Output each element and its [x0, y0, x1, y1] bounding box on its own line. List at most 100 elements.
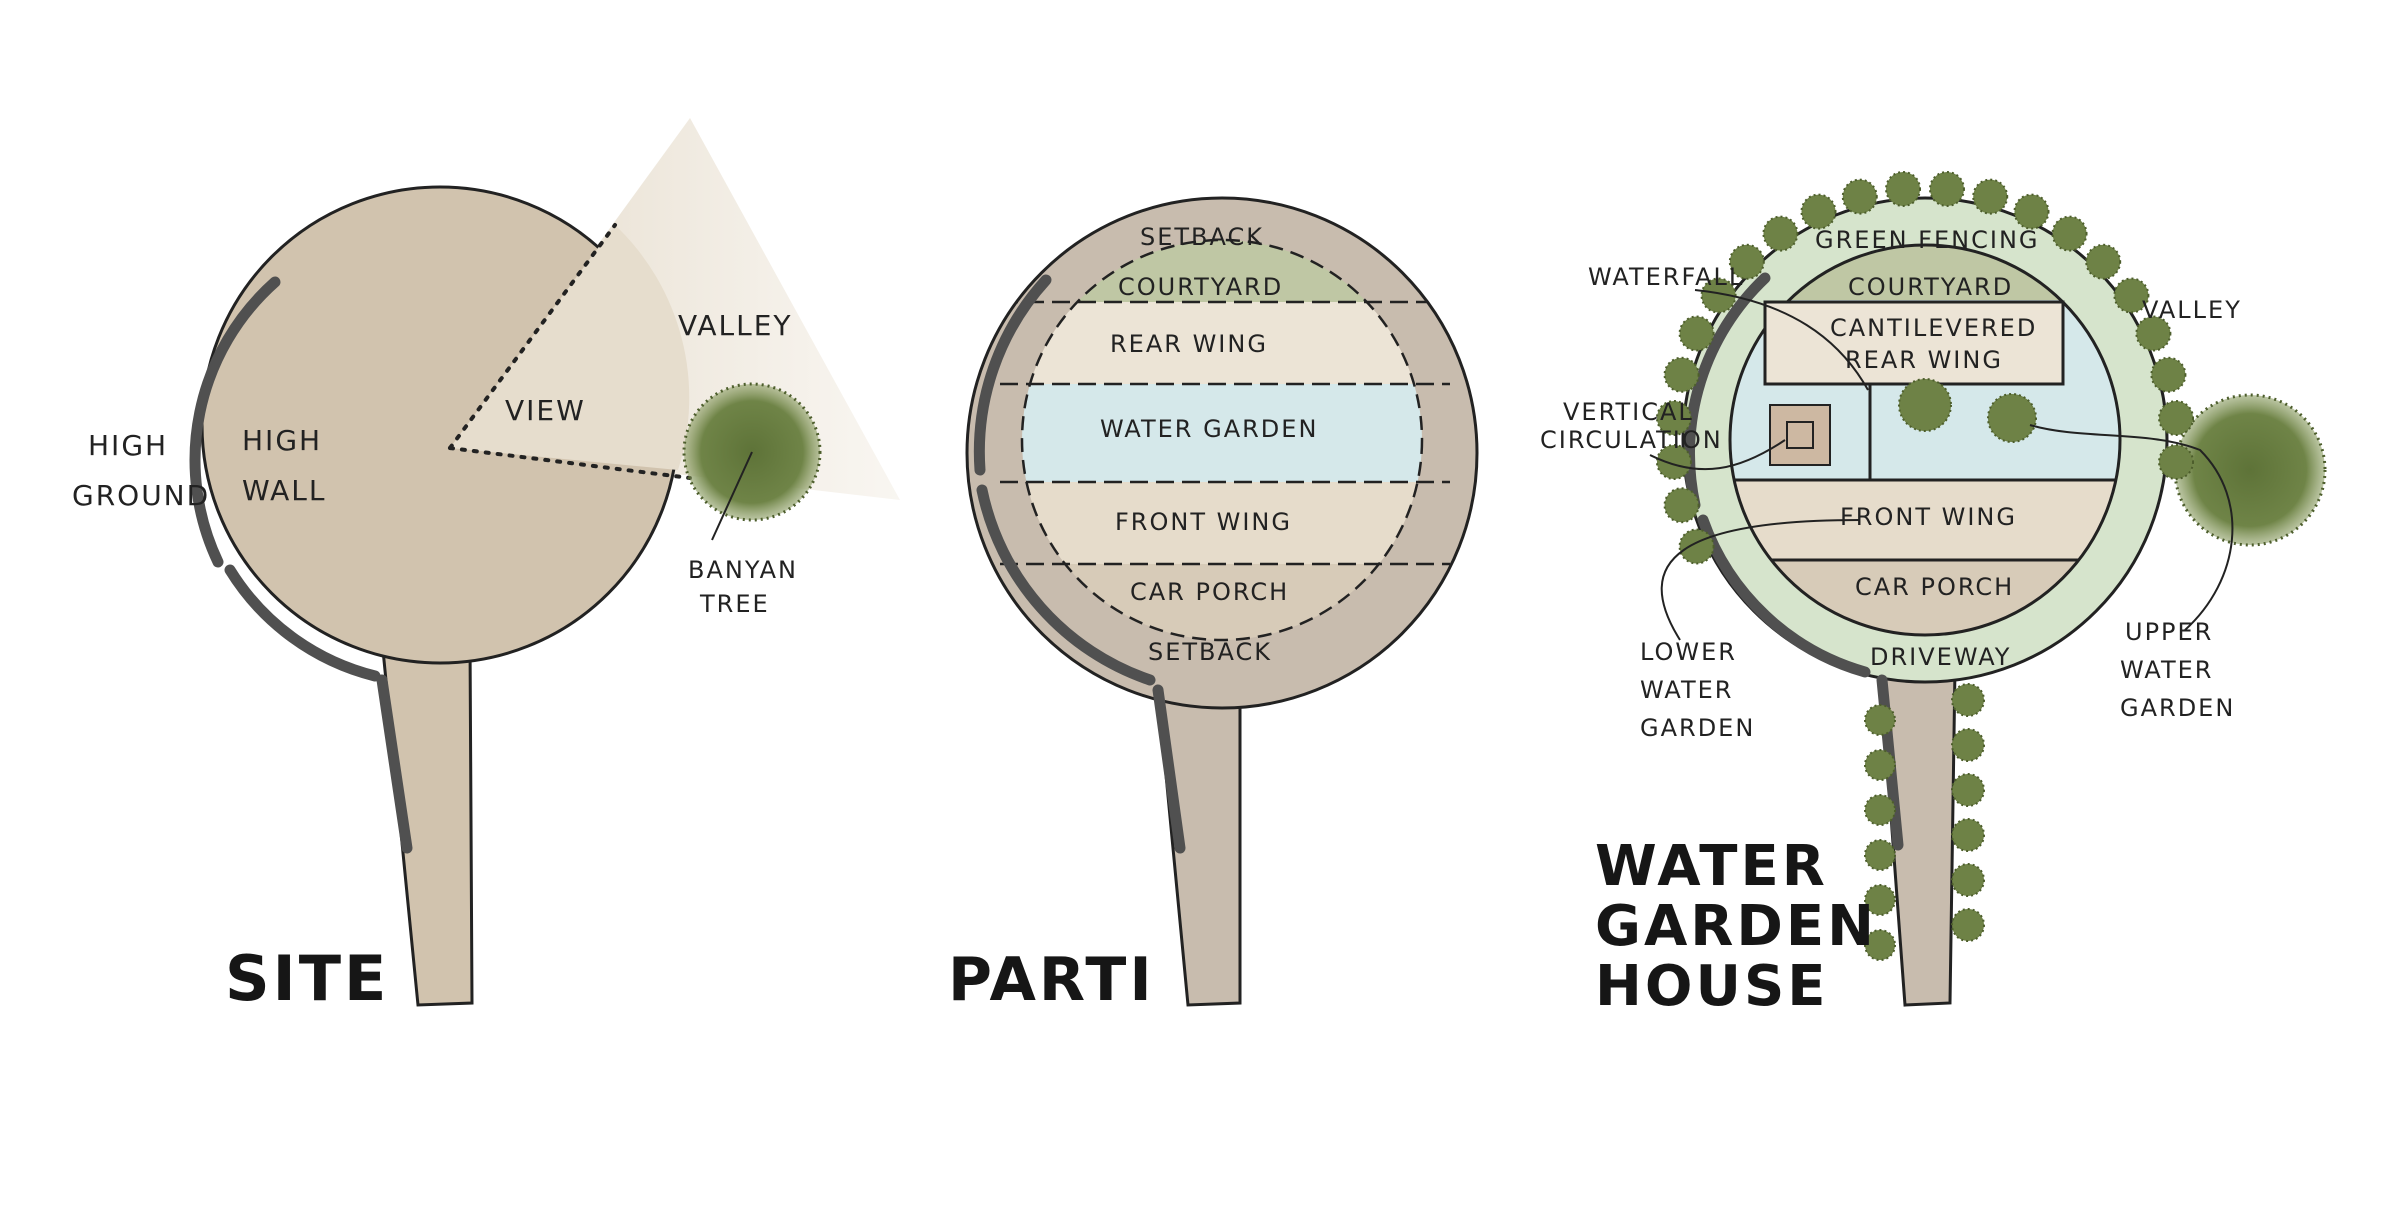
vertical-circulation-label-1: VERTICAL — [1563, 398, 1694, 426]
view-line-upper — [448, 223, 617, 450]
waterfall-label: WATERFALL — [1588, 263, 1744, 291]
parti-diagram: SETBACK COURTYARD REAR WING WATER GARDEN… — [948, 196, 1479, 1015]
house-wall-stroke-lower — [1697, 514, 1871, 678]
garden-tree-icon-2 — [1987, 393, 2037, 443]
house-title-line-2: GARDEN — [1595, 894, 1877, 959]
hedge-shrub-icon — [1663, 487, 1700, 524]
garden-tree-icon — [1898, 378, 1952, 432]
vertical-circulation-inner — [1786, 421, 1814, 449]
parti-wall-stroke — [973, 274, 1052, 476]
lower-water-garden-label-2: WATER — [1640, 676, 1733, 704]
view-wedge — [450, 225, 690, 470]
house-rear-wing-label-1: CANTILEVERED — [1830, 314, 2037, 342]
hedge-shrub-icon — [2158, 443, 2195, 480]
green-fencing-label: GREEN FENCING — [1815, 226, 2040, 254]
house-rear-wing-label-2: REAR WING — [1845, 346, 2003, 374]
hedge-shrub-icon — [1864, 749, 1896, 781]
hedge-shrub-icon — [1951, 728, 1985, 762]
parti-rear-wing-label: REAR WING — [1110, 330, 1268, 358]
parti-inner-dashed — [1020, 238, 1424, 642]
lower-water-garden-label-3: GARDEN — [1640, 714, 1755, 742]
waterfall-leader — [1694, 289, 1869, 391]
banyan-label-1: BANYAN — [688, 556, 798, 584]
parti-stem — [1153, 658, 1242, 1007]
hedge-shrub-icon — [1700, 277, 1737, 314]
banyan-label-2: TREE — [699, 590, 770, 618]
hedge-shrub-icon — [1762, 215, 1799, 252]
high-ground-label-1: HIGH — [88, 429, 168, 462]
house-inner-circle — [1728, 243, 2122, 637]
upper-water-garden-label-2: WATER — [2120, 656, 2213, 684]
house-title-line-1: WATER — [1595, 834, 1828, 899]
parti-front-wing-label: FRONT WING — [1115, 508, 1292, 536]
hedge-shrub-icon — [2158, 400, 2195, 437]
parti-setback-bottom-label: SETBACK — [1148, 638, 1272, 666]
hedge-shrub-icon — [2113, 277, 2150, 314]
hedge-shrub-icon — [1678, 315, 1715, 352]
high-wall-stroke — [189, 276, 281, 568]
parti-front-wing-band — [1022, 482, 1422, 564]
high-wall-label-1: HIGH — [242, 424, 322, 457]
house-car-porch-label: CAR PORCH — [1855, 573, 2014, 601]
view-label: VIEW — [505, 394, 586, 427]
hedge-shrub-icon — [1655, 443, 1692, 480]
house-title-line-3: HOUSE — [1595, 954, 1829, 1019]
parti-wall-stroke-lower — [976, 484, 1156, 686]
driveway-label: DRIVEWAY — [1870, 643, 2011, 671]
hedge-shrub-icon — [1864, 704, 1896, 736]
house-valley-label: VALLEY — [2142, 296, 2242, 324]
upper-water-garden-label-3: GARDEN — [2120, 694, 2235, 722]
hedge-shrub-icon — [1972, 178, 2009, 215]
stem-wall-stroke — [376, 674, 413, 854]
vertical-circulation-outer — [1769, 404, 1831, 466]
green-fencing-hedge — [1655, 170, 2195, 961]
hedge-shrub-icon — [1864, 839, 1896, 871]
hedge-shrub-icon — [2085, 243, 2122, 280]
lower-water-garden-leader — [1660, 519, 1861, 641]
house-diagram: GREEN FENCING WATERFALL COURTYARD CANTIL… — [1540, 170, 2327, 1019]
site-stem — [380, 638, 474, 1007]
hedge-shrub-icon — [1864, 884, 1896, 916]
cantilevered-rear-wing-box — [1763, 300, 2065, 386]
parti-title: PARTI — [948, 945, 1155, 1015]
hedge-shrub-icon — [1951, 818, 1985, 852]
valley-tree-icon — [2173, 393, 2327, 547]
upper-water-garden-leader — [2029, 424, 2234, 631]
vertical-circulation-label-2: CIRCULATION — [1540, 426, 1723, 454]
parti-stem-wall — [1152, 684, 1186, 854]
valley-label: VALLEY — [678, 309, 793, 342]
house-front-wing-label: FRONT WING — [1840, 503, 2017, 531]
parti-courtyard-label: COURTYARD — [1118, 273, 1283, 301]
hedge-shrub-icon — [1951, 683, 1985, 717]
banyan-leader — [711, 451, 753, 541]
house-front-wing-band — [1730, 480, 2120, 560]
high-ground-label-2: GROUND — [72, 479, 210, 512]
parti-car-porch-label: CAR PORCH — [1130, 578, 1289, 606]
lower-water-garden-label-1: LOWER — [1640, 638, 1737, 666]
hedge-shrub-icon — [2150, 356, 2187, 393]
high-wall-label-2: WALL — [242, 474, 327, 507]
site-title: SITE — [225, 942, 389, 1015]
hedge-shrub-icon — [1678, 528, 1715, 565]
hedge-shrub-icon — [1885, 170, 1922, 207]
hedge-shrub-icon — [1864, 929, 1896, 961]
hedge-shrub-icon — [1864, 794, 1896, 826]
parti-rear-wing-band — [1022, 302, 1422, 384]
hedge-shrub-icon — [2013, 193, 2050, 230]
parti-setback-top-label: SETBACK — [1140, 223, 1264, 251]
upper-water-garden-label-1: UPPER — [2125, 618, 2213, 646]
parti-water-garden-band — [1022, 384, 1422, 482]
hedge-shrub-icon — [1928, 170, 1965, 207]
parti-water-garden-label: WATER GARDEN — [1100, 415, 1318, 443]
hedge-shrub-icon — [1728, 243, 1765, 280]
hedge-shrub-icon — [1951, 773, 1985, 807]
hedge-shrub-icon — [1800, 193, 1837, 230]
high-wall-stroke-lower — [224, 564, 381, 682]
hedge-shrub-icon — [1655, 400, 1692, 437]
hedge-shrub-icon — [2051, 215, 2088, 252]
hedge-shrub-icon — [1663, 356, 1700, 393]
hedge-shrub-icon — [1951, 863, 1985, 897]
house-wall-stroke — [1683, 272, 1771, 511]
